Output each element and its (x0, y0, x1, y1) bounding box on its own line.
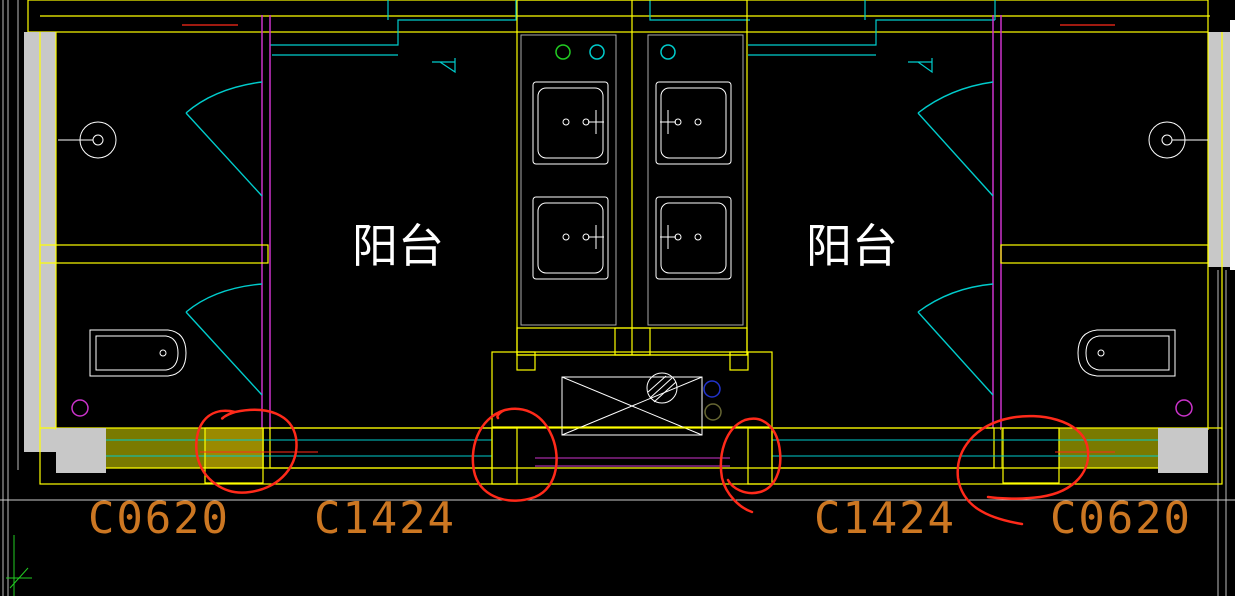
window-band-balcony-right (771, 427, 995, 469)
washbasin-icon (532, 81, 609, 165)
room-label-balcony-right: 阳台 (806, 219, 898, 273)
pipe-circle-icon (589, 44, 605, 60)
window-band-highlight (205, 428, 263, 468)
door-swing-icon (185, 81, 263, 197)
window-tag-c1424-right: C1424 (814, 493, 954, 544)
corner-column (1158, 428, 1208, 473)
pipe-circle-icon (660, 44, 676, 60)
central-shaft (491, 351, 773, 428)
markup-circle-icon (195, 408, 298, 494)
markup-circle-icon (471, 407, 558, 502)
top-cyan-lines (270, 0, 996, 56)
level-mark-icon (908, 58, 933, 74)
axis-marker-icon (6, 535, 32, 596)
magenta-partitions (261, 15, 1002, 430)
toilet-icon (89, 329, 187, 377)
washbasin-icon (532, 196, 609, 280)
window-frame (39, 427, 1223, 485)
window-tag-c0620-right: C0620 (1050, 493, 1190, 544)
window-tag-c0620-left: C0620 (88, 493, 228, 544)
left-margin-lines (2, 0, 19, 596)
window-glazing-lines (106, 439, 1158, 457)
pipe-circle-icon (555, 44, 571, 60)
floor-drain-icon (71, 399, 89, 417)
pipe-circle-icon (704, 403, 722, 421)
toilet-icon (1077, 329, 1176, 377)
window-band-balcony-left (269, 427, 493, 469)
room-label-balcony-left: 阳台 (352, 219, 444, 273)
shower-head-icon (58, 121, 117, 159)
room-divider-walls (39, 244, 1209, 264)
pipe-circle-icon (703, 380, 721, 398)
right-margin-lines (1217, 270, 1227, 596)
shower-head-icon (1148, 121, 1208, 159)
door-swing-icon (185, 283, 263, 396)
sink-counter-left-panel (520, 34, 617, 326)
top-wall-outline (27, 0, 1210, 33)
right-edge-panel (1230, 20, 1235, 270)
window-tag-c1424-left: C1424 (314, 493, 454, 544)
markup-circle-icon (719, 417, 782, 514)
sink-counter-right-panel (647, 34, 744, 326)
sink-counter (516, 0, 748, 356)
washbasin-icon (655, 196, 732, 280)
washbasin-icon (655, 81, 732, 165)
window-glazing-lines-center (535, 457, 730, 467)
level-mark-icon (432, 58, 456, 74)
markup-annotations (195, 407, 1090, 526)
ventilation-shaft-icon (561, 372, 703, 436)
door-swing-icon (917, 81, 994, 197)
door-swing-icon (917, 283, 994, 396)
corner-column (56, 428, 106, 473)
floor-drain-icon (1175, 399, 1193, 417)
markup-circle-icon (956, 414, 1090, 526)
